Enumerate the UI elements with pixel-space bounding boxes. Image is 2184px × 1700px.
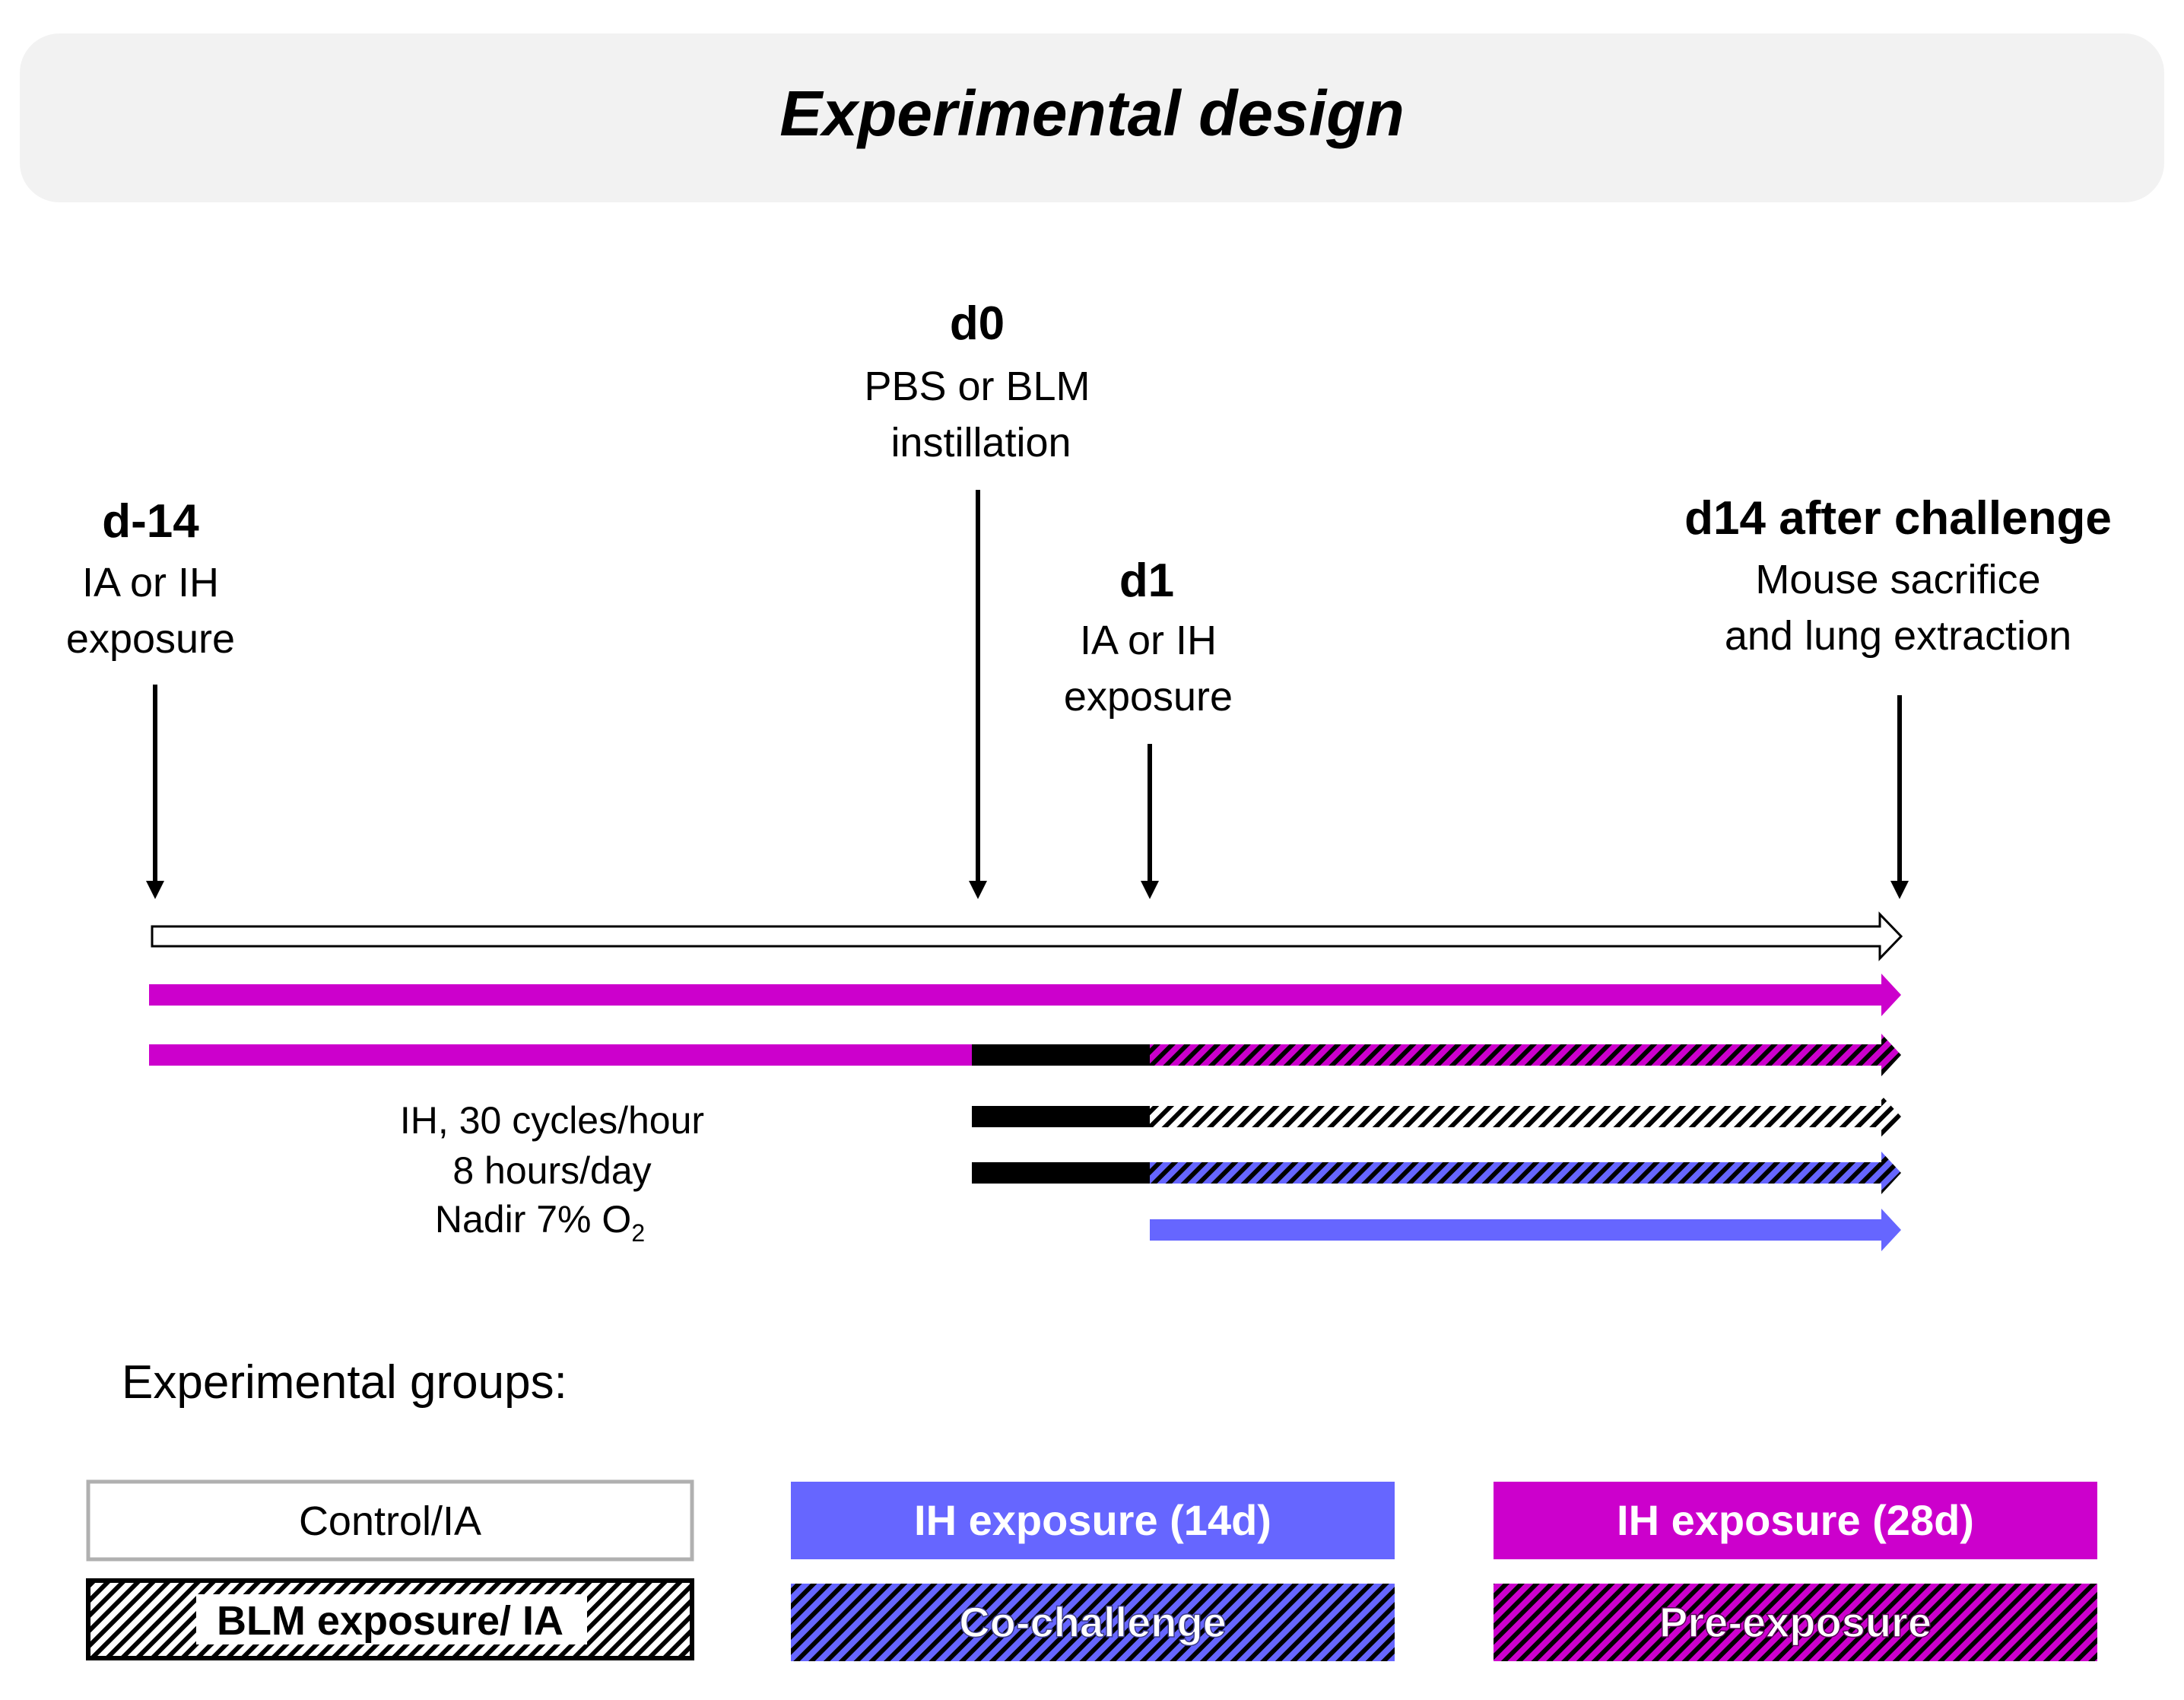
title-banner (20, 33, 2164, 202)
legend-blm: BLM exposure/ IA (86, 1578, 694, 1660)
timeline-cochallenge-black (972, 1162, 1150, 1184)
legend-ih14-label: IH exposure (14d) (914, 1496, 1271, 1544)
legend-blm-label: BLM exposure/ IA (217, 1598, 563, 1644)
timeline-preexposure (149, 1034, 1901, 1076)
timeline-ih14-head (1881, 1209, 1901, 1251)
timeline-preexposure-hatched (1150, 1044, 1881, 1066)
timeline-blm-head (1881, 1095, 1901, 1138)
timepoint-d-14: d-14 IA or IH exposure (66, 495, 235, 899)
timeline-control-arrow (151, 911, 1903, 961)
legend-control-swatch (86, 1479, 694, 1562)
timepoint-d0-day: d0 (950, 297, 1005, 350)
legend-preexposure: Pre-exposure (1494, 1584, 2097, 1661)
timepoint-d1-line2: exposure (1064, 674, 1233, 720)
groups-heading: Experimental groups: (122, 1356, 567, 1409)
timepoint-d-14-line1: IA or IH (82, 560, 219, 605)
timepoint-d0: d0 PBS or BLM instillation (864, 297, 1090, 899)
legend-cochallenge-label: Co-challenge (959, 1598, 1227, 1646)
page-title: Experimental design (779, 78, 1405, 149)
protocol-note-line1: IH, 30 cycles/hour (400, 1099, 704, 1142)
timepoint-d14-line1: Mouse sacrifice (1755, 557, 2040, 602)
timepoint-d1-line1: IA or IH (1080, 618, 1217, 663)
timeline-ih28-head (1881, 974, 1901, 1016)
timepoint-d14: d14 after challenge Mouse sacrifice and … (1684, 492, 2112, 899)
protocol-note-line3-main: Nadir 7% O (435, 1198, 631, 1241)
legend-control: Control/IA (86, 1479, 694, 1562)
legend-cochallenge-swatch (791, 1584, 1395, 1661)
timeline-cochallenge (972, 1152, 1901, 1194)
legend-ih14-swatch (791, 1482, 1395, 1559)
legend-ih28: IH exposure (28d) (1494, 1482, 2097, 1559)
timeline-blm-black (972, 1106, 1150, 1127)
timepoint-d0-line1: PBS or BLM (864, 364, 1090, 409)
timeline-ih14-bar (1150, 1219, 1881, 1241)
timepoint-d14-line2: and lung extraction (1725, 613, 2071, 659)
timepoint-d14-day: d14 after challenge (1684, 492, 2112, 545)
legend: Control/IA BLM exposure/ IA IH exposure … (86, 1479, 2097, 1661)
timepoint-d-14-line2: exposure (66, 616, 235, 662)
timeline-preexposure-magenta (149, 1044, 972, 1066)
legend-preexposure-swatch (1494, 1584, 2097, 1661)
legend-preexposure-label: Pre-exposure (1659, 1598, 1932, 1646)
timeline-cochallenge-head (1881, 1152, 1901, 1194)
timeline-ih28 (149, 974, 1901, 1016)
protocol-note-line2: 8 hours/day (452, 1149, 651, 1192)
timeline-ih14 (1150, 1209, 1901, 1251)
legend-ih14: IH exposure (14d) (791, 1482, 1395, 1559)
legend-cochallenge: Co-challenge (791, 1584, 1395, 1661)
legend-ih28-swatch (1494, 1482, 2097, 1559)
timeline-ih28-bar (149, 984, 1881, 1006)
protocol-note-line3: Nadir 7% O2 (435, 1198, 645, 1247)
legend-blm-label-bg (196, 1594, 587, 1644)
timeline-preexposure-head (1881, 1034, 1901, 1076)
timepoint-d1-day: d1 (1119, 554, 1174, 607)
protocol-note: IH, 30 cycles/hour 8 hours/day Nadir 7% … (400, 1099, 704, 1247)
legend-ih28-label: IH exposure (28d) (1617, 1496, 1974, 1544)
timeline-blm (972, 1095, 1901, 1138)
timepoint-d1: d1 IA or IH exposure (1064, 554, 1233, 899)
legend-control-label: Control/IA (299, 1498, 481, 1544)
timeline-preexposure-black (972, 1044, 1150, 1066)
timeline-blm-hatched (1150, 1106, 1881, 1127)
protocol-note-line3-sub: 2 (631, 1219, 645, 1247)
timepoint-d-14-day: d-14 (102, 495, 199, 548)
timeline-cochallenge-hatched (1150, 1162, 1881, 1184)
timeline-control (151, 911, 1903, 961)
timepoint-d0-line2: instillation (890, 420, 1071, 466)
